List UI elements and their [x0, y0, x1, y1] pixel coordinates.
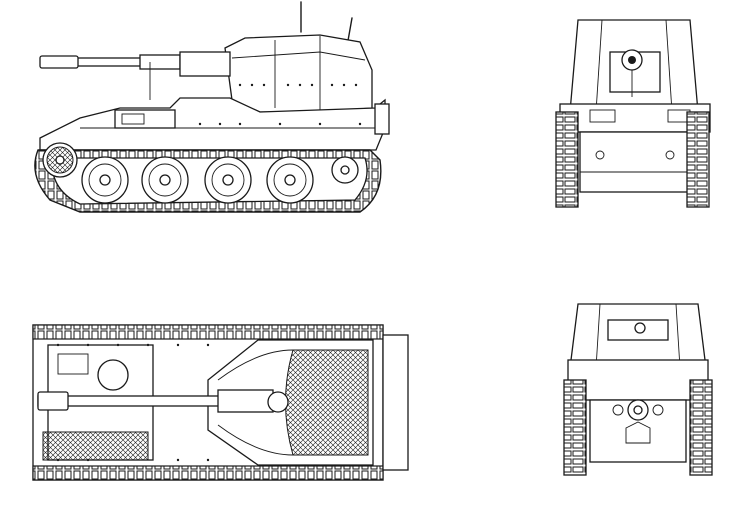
- tank-top-view-icon: [32, 324, 409, 481]
- front-view-drawing: [540, 12, 725, 217]
- top-view-drawing: [28, 320, 418, 490]
- side-view-drawing: [20, 0, 400, 225]
- tank-rear-view-icon: [563, 303, 713, 476]
- tank-front-view-icon: [555, 19, 711, 208]
- tank-side-view-icon: [34, 1, 390, 213]
- rear-view-drawing: [548, 298, 728, 493]
